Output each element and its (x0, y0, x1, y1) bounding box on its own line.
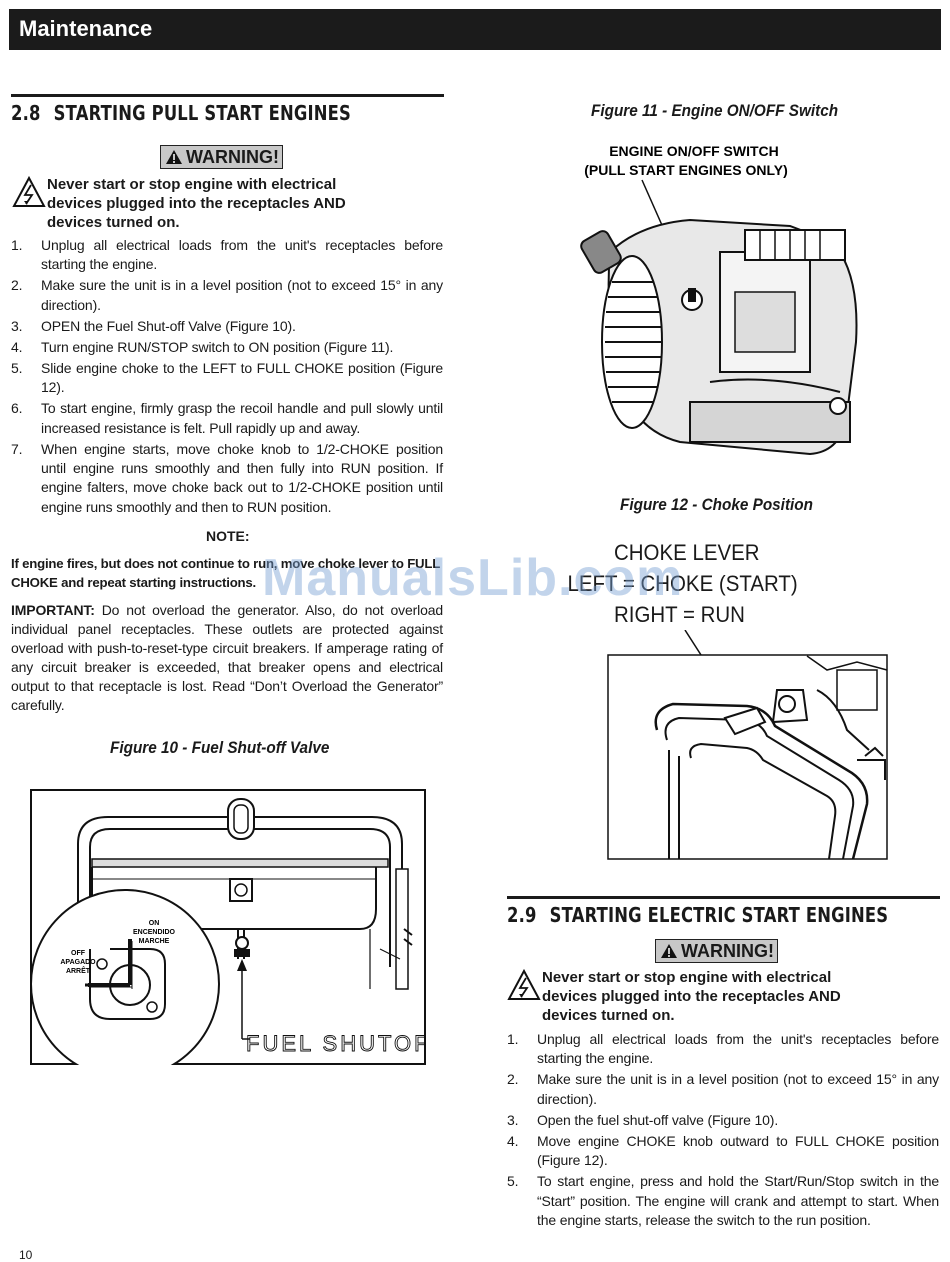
important-text: Do not overload the generator. Also, do … (11, 602, 443, 713)
on-label: ON (149, 920, 160, 927)
step-number: 7. (11, 440, 23, 457)
list-item: 1. Unplug all electrical loads from the u… (507, 1030, 939, 1069)
list-item: 5. To start engine, press and hold the St… (507, 1172, 939, 1230)
list-item: 1. Unplug all electrical loads from the u… (11, 236, 443, 275)
important-label: IMPORTANT: (11, 602, 95, 618)
section-28-title: STARTING PULL START ENGINES (53, 101, 351, 125)
figure-12-caption: Figure 12 - Choke Position (620, 495, 813, 514)
step-text: When engine starts, move choke knob to 1… (41, 440, 443, 515)
list-item: 4. Turn engine RUN/STOP switch to ON posi… (11, 338, 443, 357)
steps-list-28: 1. Unplug all electrical loads from the u… (11, 236, 443, 519)
watermark: ManualsLib.com (262, 549, 684, 607)
list-item: 2. Make sure the unit is in a level posit… (11, 276, 443, 315)
step-text: Make sure the unit is in a level positio… (41, 277, 443, 313)
figure-10-caption: Figure 10 - Fuel Shut-off Valve (110, 738, 330, 757)
page-number: 10 (19, 1248, 33, 1262)
figure-12-choke-illustration (607, 630, 888, 860)
choke-label-line: RIGHT = RUN (614, 602, 745, 627)
step-text: OPEN the Fuel Shut-off Valve (Figure 10)… (41, 317, 296, 334)
on-label: MARCHE (139, 938, 170, 945)
note-heading: NOTE: (206, 528, 250, 544)
section-29-number: 2.9 (507, 903, 537, 927)
list-item: 4. Move engine CHOKE knob outward to FULL… (507, 1132, 939, 1171)
step-text: Slide engine choke to the LEFT to FULL C… (41, 359, 443, 396)
electric-shock-icon (507, 969, 541, 1000)
list-item: 3. OPEN the Fuel Shut-off Valve (Figure 1… (11, 317, 443, 336)
on-label: ENCENDIDO (133, 929, 176, 936)
step-number: 1. (11, 237, 23, 253)
header-bar: Maintenance (9, 9, 941, 50)
warning-triangle-icon (166, 150, 182, 164)
warning-line: devices plugged into the receptacles AND (542, 988, 841, 1005)
section-29-heading: 2.9 STARTING ELECTRIC START ENGINES (507, 903, 888, 927)
step-text: To start engine, press and hold the Star… (537, 1173, 939, 1228)
switch-label: ENGINE ON/OFF SWITCH (609, 143, 779, 159)
step-number: 1. (507, 1031, 519, 1047)
step-text: Unplug all electrical loads from the uni… (41, 237, 443, 273)
step-number: 4. (507, 1132, 519, 1149)
section-28-number: 2.8 (11, 101, 41, 125)
figure-11-caption: Figure 11 - Engine ON/OFF Switch (591, 101, 839, 120)
list-item: 5. Slide engine choke to the LEFT to FULL… (11, 359, 443, 398)
step-number: 3. (507, 1111, 519, 1128)
list-item: 7. When engine starts, move choke knob to… (11, 440, 443, 517)
step-text: Turn engine RUN/STOP switch to ON positi… (41, 338, 394, 355)
warning-label-text: WARNING! (186, 147, 279, 167)
step-text: Unplug all electrical loads from the uni… (537, 1031, 939, 1067)
warning-text-29: Never start or stop engine with electric… (542, 968, 841, 1025)
page-title: Maintenance (19, 16, 153, 41)
warning-line: devices plugged into the receptacles AND (47, 195, 346, 212)
step-number: 4. (11, 338, 23, 355)
section-29-title: STARTING ELECTRIC START ENGINES (549, 903, 889, 927)
off-label: OFF (71, 950, 86, 957)
important-paragraph: IMPORTANT: Do not overload the generator… (11, 601, 443, 715)
choke-label-line: CHOKE LEVER (614, 540, 760, 565)
warning-triangle-icon (661, 944, 677, 958)
switch-label: (PULL START ENGINES ONLY) (584, 162, 788, 178)
choke-label-line: LEFT = CHOKE (START) (567, 571, 798, 596)
step-text: Make sure the unit is in a level positio… (537, 1071, 939, 1107)
warning-label-text: WARNING! (681, 941, 774, 961)
list-item: 2. Make sure the unit is in a level posit… (507, 1070, 939, 1109)
choke-lever-label: CHOKE LEVER LEFT = CHOKE (START) RIGHT =… (568, 537, 798, 630)
list-item: 6. To start engine, firmly grasp the reco… (11, 399, 443, 438)
warning-line: devices turned on. (47, 214, 180, 231)
warning-text-28: Never start or stop engine with electric… (47, 175, 346, 232)
step-number: 5. (507, 1173, 519, 1190)
off-label: ARRÊT (66, 966, 91, 975)
step-number: 2. (11, 277, 23, 294)
step-number: 5. (11, 359, 23, 376)
electric-shock-icon (12, 176, 46, 207)
warning-label-29: WARNING! (655, 939, 778, 963)
section-29-rule (507, 896, 940, 899)
section-28-rule (11, 94, 444, 97)
step-text: To start engine, firmly grasp the recoil… (41, 400, 443, 436)
figure-10-fuel-valve-illustration: ON ENCENDIDO MARCHE OFF APAGADO ARRÊT FU… (30, 789, 426, 1065)
step-text: Move engine CHOKE knob outward to FULL C… (537, 1132, 939, 1169)
warning-label-28: WARNING! (160, 145, 283, 169)
note-text: If engine fires, but does not continue t… (11, 556, 440, 590)
warning-line: Never start or stop engine with electric… (47, 176, 337, 193)
warning-line: devices turned on. (542, 1007, 675, 1024)
figure-11-engine-switch-illustration: ENGINE ON/OFF SWITCH (PULL START ENGINES… (580, 143, 858, 456)
list-item: 3. Open the fuel shut-off valve (Figure 1… (507, 1111, 939, 1130)
steps-list-29: 1. Unplug all electrical loads from the u… (507, 1030, 939, 1232)
step-text: Open the fuel shut-off valve (Figure 10)… (537, 1111, 779, 1128)
section-28-heading: 2.8 STARTING PULL START ENGINES (11, 101, 351, 125)
step-number: 2. (507, 1071, 519, 1088)
step-number: 6. (11, 400, 23, 417)
warning-line: Never start or stop engine with electric… (542, 969, 832, 986)
step-number: 3. (11, 317, 23, 334)
off-label: APAGADO (60, 959, 96, 966)
